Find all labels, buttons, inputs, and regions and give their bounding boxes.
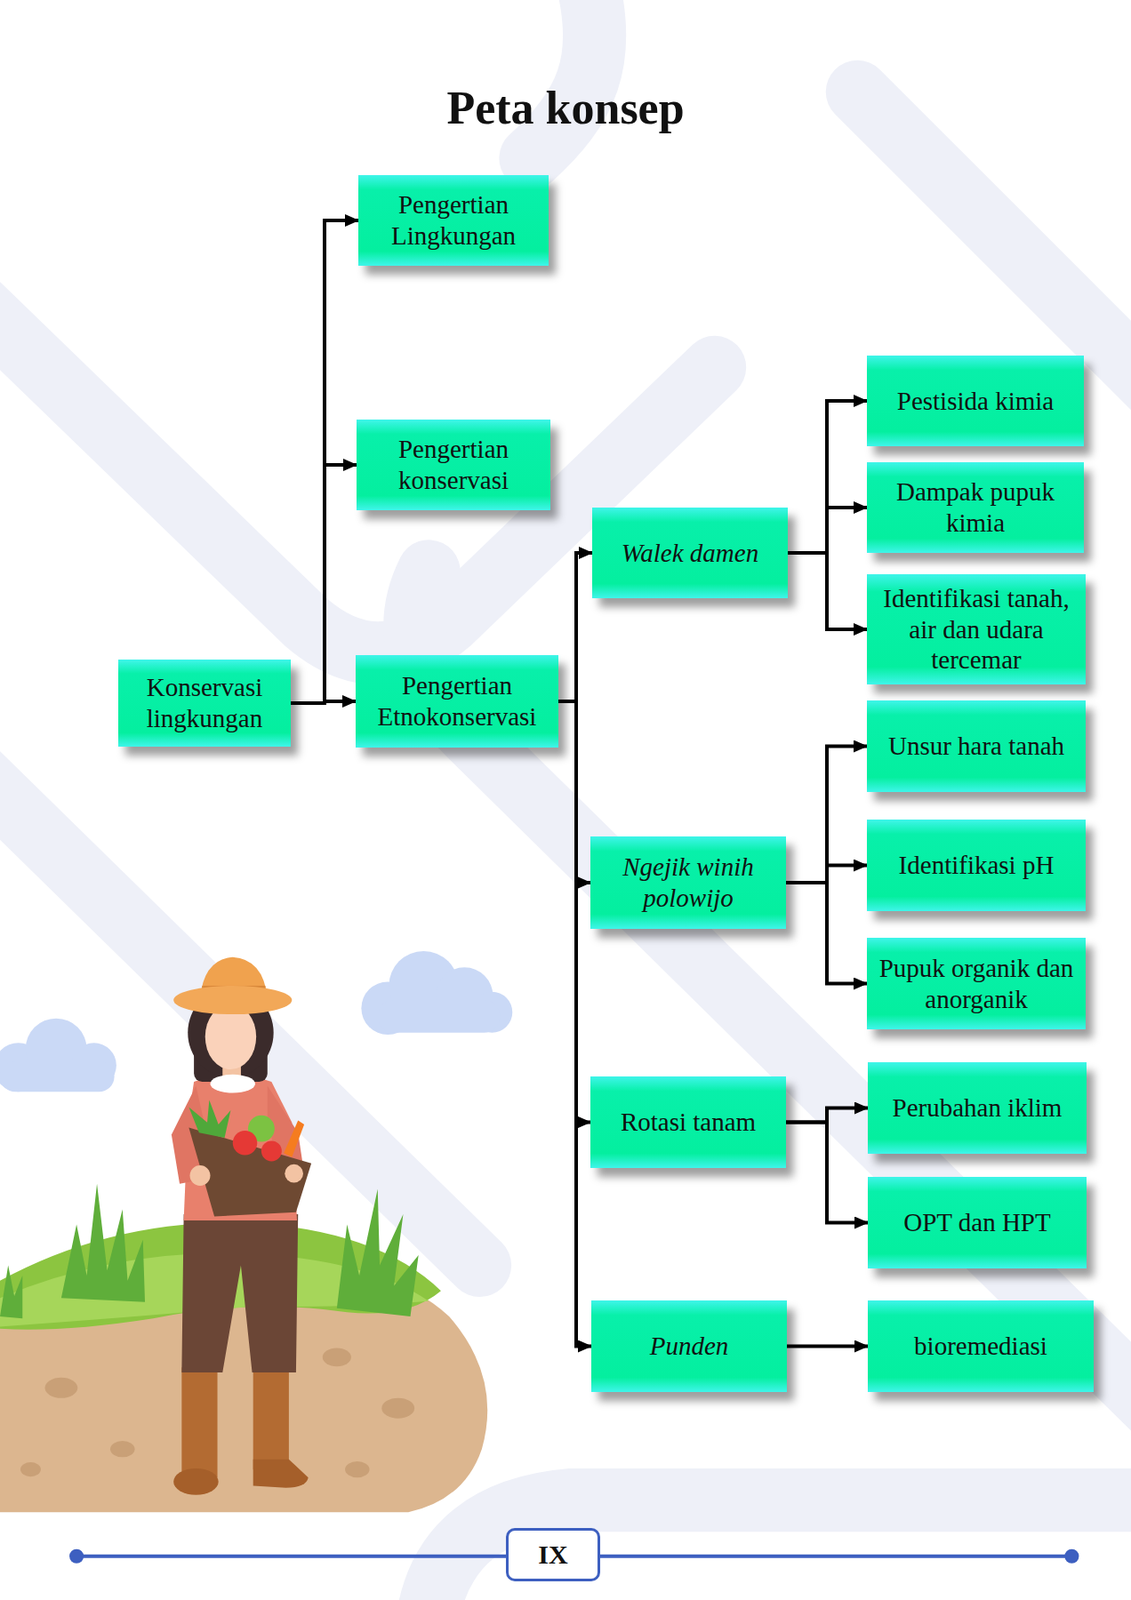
concept-box: Pengertian Etnokonservasi — [355, 655, 559, 748]
node-text: Pestisida kimia — [874, 385, 1077, 418]
node-text: Dampak pupuk kimia — [874, 476, 1077, 539]
cloud — [0, 1018, 117, 1093]
concept-box: Identifikasi tanah, air dan udara tercem… — [866, 574, 1086, 685]
connector-arrow — [558, 701, 592, 1348]
connector-arrow — [787, 507, 867, 554]
node-text: Pengertian konservasi — [363, 433, 544, 497]
node-text: Identifikasi pH — [874, 850, 1079, 882]
background-band — [530, 0, 595, 159]
node-text: bioremediasi — [874, 1331, 1087, 1363]
node-text: Pupuk organik dan anorganik — [874, 953, 1079, 1016]
connector-arrow — [786, 1108, 868, 1123]
concept-box: Pestisida kimia — [866, 355, 1084, 447]
diagram-title: Peta konsep — [0, 81, 1131, 135]
node-text: Walek damen — [599, 537, 781, 570]
concept-box: Ngejik winih polowijo — [590, 836, 787, 930]
concept-box: Pengertian Lingkungan — [358, 175, 549, 266]
connector-arrow — [786, 1122, 868, 1224]
concept-box: Perubahan iklim — [867, 1062, 1087, 1155]
node-text: OPT dan HPT — [874, 1207, 1080, 1239]
connector-arrow — [786, 866, 867, 884]
connector-arrow — [786, 882, 867, 985]
concept-box: Walek damen — [592, 507, 788, 599]
node-text: Punden — [598, 1331, 780, 1363]
background-band — [0, 305, 715, 653]
connector-arrow — [290, 701, 356, 704]
background-band — [428, 1500, 1131, 1600]
cloud — [360, 951, 513, 1035]
node-text: Rotasi tanam — [597, 1106, 779, 1139]
node-text: Konservasi lingkungan — [125, 672, 284, 735]
concept-box: Rotasi tanam — [590, 1076, 787, 1169]
node-text: Unsur hara tanah — [874, 730, 1079, 763]
grass-tuft — [61, 1184, 145, 1303]
concept-box: Dampak pupuk kimia — [866, 462, 1084, 554]
connector-arrow — [558, 553, 593, 702]
farmer-figure — [171, 957, 312, 1496]
page-number: IX — [537, 1540, 568, 1571]
concept-box: Pengertian konservasi — [356, 419, 551, 511]
grass-tuft — [336, 1188, 419, 1317]
concept-box: OPT dan HPT — [867, 1177, 1087, 1269]
connector-arrow — [786, 1345, 868, 1349]
node-text: Ngejik winih polowijo — [597, 851, 779, 915]
node-text: Identifikasi tanah, air dan udara tercem… — [874, 583, 1079, 676]
connector-arrow — [290, 220, 359, 704]
node-text: Pengertian Etnokonservasi — [362, 670, 552, 733]
rule-dot — [1064, 1549, 1079, 1565]
page-number-box: IX — [505, 1528, 601, 1582]
concept-box: Unsur hara tanah — [866, 700, 1086, 793]
node-text: Perubahan iklim — [874, 1092, 1080, 1124]
concept-box: Identifikasi pH — [866, 819, 1086, 912]
connector-arrow — [290, 465, 357, 704]
node-text: Pengertian Lingkungan — [365, 189, 542, 252]
concept-box: Punden — [591, 1300, 787, 1393]
concept-box: Pupuk organik dan anorganik — [866, 938, 1086, 1030]
connector-arrow — [787, 553, 867, 630]
rule-dot — [69, 1549, 84, 1565]
concept-box: Konservasi lingkungan — [118, 659, 291, 747]
concept-box: bioremediasi — [867, 1300, 1094, 1393]
connector-arrow — [787, 401, 867, 554]
grass-tuft — [0, 1266, 23, 1320]
connector-arrow — [786, 746, 867, 884]
